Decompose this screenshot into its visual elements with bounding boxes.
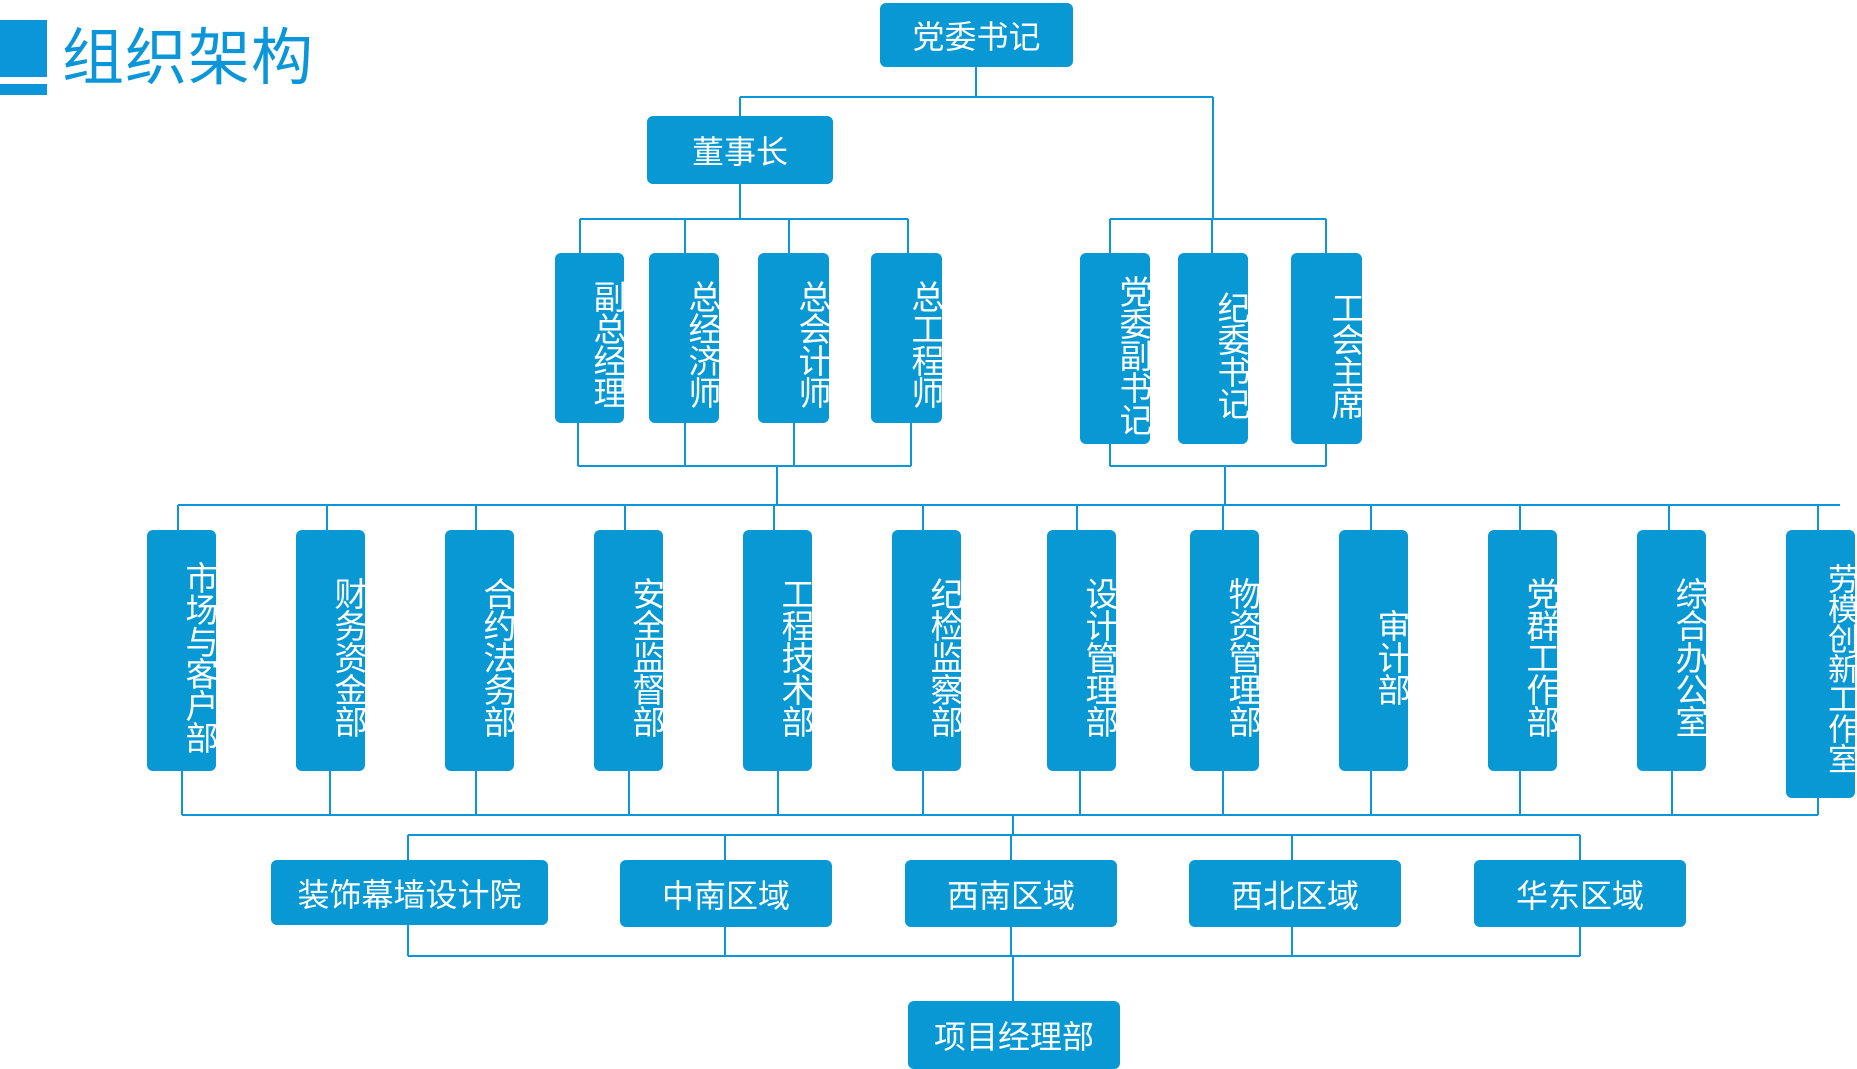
node-chief-economist: 总经济师 <box>649 253 722 423</box>
node-discipline-secretary: 纪委书记 <box>1178 253 1251 444</box>
node-department: 设计管理部 <box>1047 530 1119 771</box>
node-region: 西北区域 <box>1189 860 1401 927</box>
node-region: 中南区域 <box>620 860 832 927</box>
node-department: 合约法务部 <box>445 530 517 771</box>
node-deputy-party-secretary: 党委副书记 <box>1080 253 1153 444</box>
node-department: 安全监督部 <box>594 530 666 771</box>
node-department: 财务资金部 <box>296 530 368 771</box>
node-vice-gm: 副总经理 <box>555 253 627 423</box>
node-department: 市场与客户部 <box>147 530 219 771</box>
title-underline <box>0 84 47 95</box>
node-party-secretary: 党委书记 <box>880 3 1073 67</box>
node-department: 审计部 <box>1339 530 1411 771</box>
node-chief-accountant: 总会计师 <box>758 253 832 423</box>
page-title: 组织架构 <box>62 21 315 94</box>
node-department: 综合办公室 <box>1637 530 1709 771</box>
node-region: 华东区域 <box>1474 860 1686 927</box>
node-department: 党群工作部 <box>1488 530 1560 771</box>
node-chief-engineer: 总工程师 <box>871 253 945 423</box>
node-region: 装饰幕墙设计院 <box>271 860 548 925</box>
node-project-dept: 项目经理部 <box>908 1001 1120 1069</box>
node-region: 西南区域 <box>905 860 1117 927</box>
node-department: 纪检监察部 <box>892 530 964 771</box>
node-chairman: 董事长 <box>647 116 833 184</box>
node-department: 劳模创新工作室 <box>1786 530 1857 798</box>
node-department: 物资管理部 <box>1190 530 1262 771</box>
node-union-chairman: 工会主席 <box>1291 253 1365 444</box>
node-department: 工程技术部 <box>743 530 815 771</box>
title-accent-bar <box>0 20 47 77</box>
